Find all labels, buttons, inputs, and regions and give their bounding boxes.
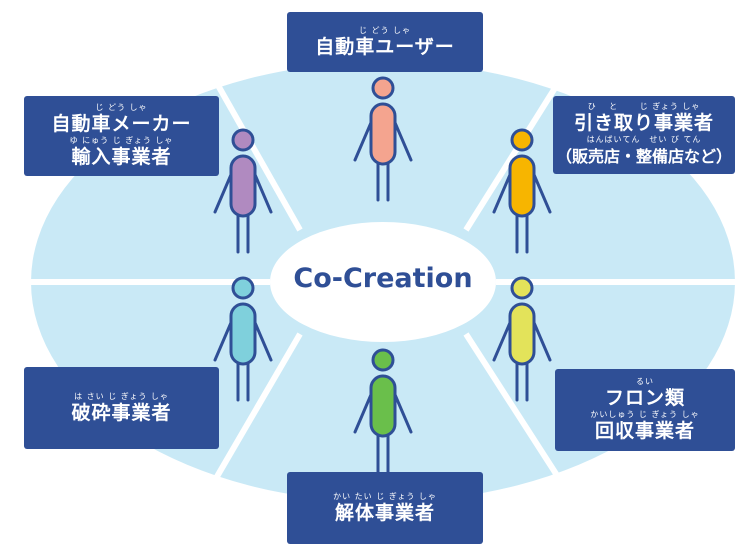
label-makers-2: 輸入事業者	[71, 146, 172, 168]
figure-head	[510, 276, 534, 300]
figure-body	[229, 302, 257, 366]
ruby-takeback-1: ひ と じ ぎょう しゃ	[587, 102, 701, 111]
ruby-fluorocarbon-1: るい	[636, 377, 654, 386]
figure-users	[353, 76, 413, 202]
label-fluorocarbon-1: フロン類	[604, 387, 685, 409]
ruby-makers-2: ゆ にゅう じ ぎょう しゃ	[69, 136, 174, 145]
figure-head	[371, 76, 395, 100]
box-auto-users: じ どう しゃ 自動車ユーザー	[287, 12, 483, 72]
figure-head	[231, 128, 255, 152]
figure-shredding	[213, 276, 273, 402]
ruby-auto-users: じ どう しゃ	[358, 25, 412, 35]
ruby-shredding: は さい じ ぎょう しゃ	[74, 391, 169, 401]
label-auto-users: 自動車ユーザー	[315, 35, 455, 58]
label-takeback-2: （販売店・整備店など）	[555, 147, 732, 166]
figure-head	[371, 348, 395, 372]
divider-top-left	[212, 78, 303, 232]
figure-head	[231, 276, 255, 300]
divider-bottom-right	[463, 332, 563, 482]
box-fluorocarbon: るい フロン類 かいしゅう じ ぎょう しゃ 回収事業者	[555, 369, 735, 451]
figure-body	[369, 102, 397, 166]
figure-body	[508, 302, 536, 366]
label-makers-1: 自動車メーカー	[51, 113, 192, 135]
segment-dividers	[20, 78, 735, 482]
figure-makers	[213, 128, 273, 254]
label-takeback-1: 引き取り事業者	[573, 112, 714, 134]
figure-head	[510, 128, 534, 152]
inner-ellipse	[270, 222, 496, 342]
figure-body	[508, 154, 536, 218]
figure-body	[369, 374, 397, 438]
box-shredding: は さい じ ぎょう しゃ 破砕事業者	[24, 367, 219, 449]
figure-body	[229, 154, 257, 218]
divider-top-right	[463, 78, 563, 232]
label-fluorocarbon-2: 回収事業者	[594, 420, 695, 442]
label-shredding: 破砕事業者	[71, 401, 172, 424]
ruby-dismantling: かい たい じ ぎょう しゃ	[333, 491, 437, 501]
label-dismantling: 解体事業者	[334, 501, 435, 524]
box-dismantling: かい たい じ ぎょう しゃ 解体事業者	[287, 472, 483, 544]
box-takeback: ひ と じ ぎょう しゃ 引き取り事業者 はんばいてん せい び てん （販売店…	[553, 96, 735, 174]
divider-bottom-left	[212, 332, 303, 482]
ruby-takeback-2: はんばいてん せい び てん	[586, 135, 702, 144]
center-label: Co-Creation	[293, 262, 473, 294]
box-makers: じ どう しゃ 自動車メーカー ゆ にゅう じ ぎょう しゃ 輸入事業者	[24, 96, 219, 176]
figure-fluorocarbon	[492, 276, 552, 402]
figures	[213, 76, 552, 474]
ruby-fluorocarbon-2: かいしゅう じ ぎょう しゃ	[590, 410, 700, 419]
ruby-makers-1: じ どう しゃ	[95, 103, 148, 112]
figure-dismantling	[353, 348, 413, 474]
figure-takeback	[492, 128, 552, 254]
